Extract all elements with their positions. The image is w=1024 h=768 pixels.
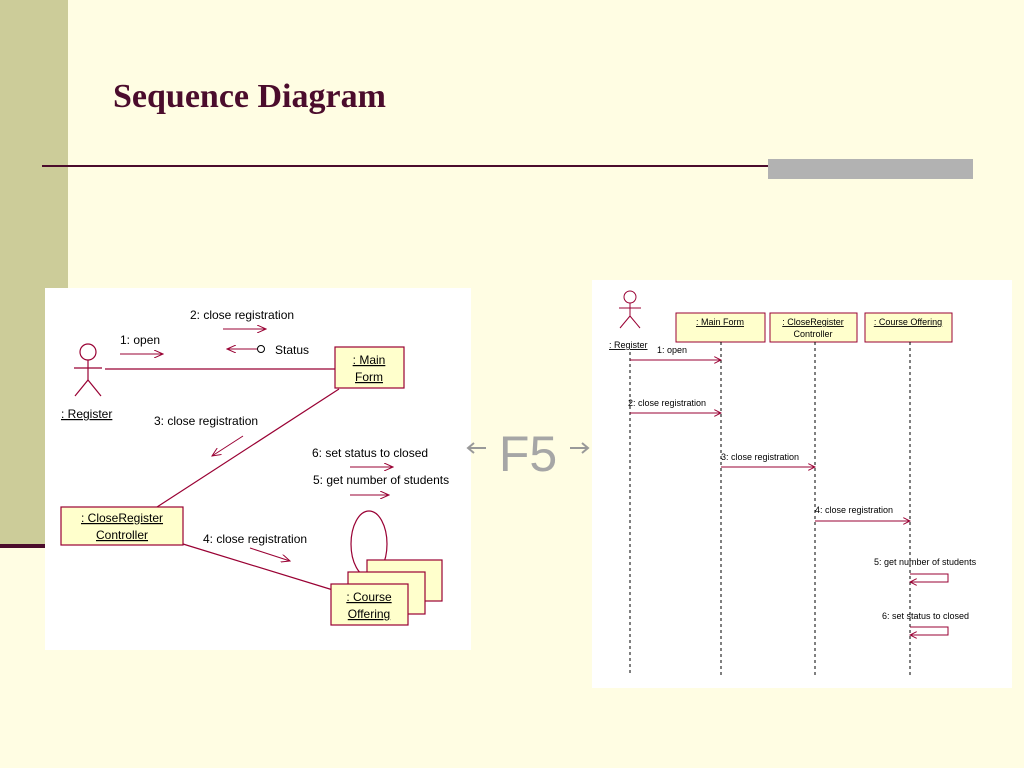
sequence-controller-label-1: : CloseRegister bbox=[782, 317, 844, 327]
sequence-controller-object bbox=[769, 312, 858, 343]
sequence-controller-label-2: Controller bbox=[793, 329, 832, 339]
controller-object bbox=[60, 506, 184, 546]
f5-hint: F5 bbox=[464, 420, 604, 482]
sequence-actor-label: : Register bbox=[609, 340, 648, 350]
course-offering-label-2: Offering bbox=[348, 607, 390, 621]
sequence-message-2-label: 2: close registration bbox=[628, 398, 706, 408]
message-2-label: 2: close registration bbox=[190, 308, 294, 322]
message-3-arrow bbox=[212, 435, 244, 456]
status-return-circle bbox=[257, 345, 265, 353]
message-4-label: 4: close registration bbox=[203, 532, 307, 546]
main-form-object bbox=[334, 346, 405, 389]
sequence-message-4-label: 4: close registration bbox=[815, 505, 893, 515]
sequence-diagram: : Register : Main Form : CloseRegister C… bbox=[592, 280, 1012, 688]
controller-label-1: : CloseRegister bbox=[81, 511, 163, 525]
f5-label: F5 bbox=[499, 426, 557, 480]
message-1-label: 1: open bbox=[120, 333, 160, 347]
message-5-label: 5: get number of students bbox=[313, 473, 449, 487]
course-offering-label-1: : Course bbox=[346, 590, 392, 604]
sequence-message-5-label: 5: get number of students bbox=[874, 557, 977, 567]
actor-label: : Register bbox=[61, 407, 112, 421]
sequence-message-5-self-arrow bbox=[910, 573, 949, 582]
link-mainform-controller bbox=[156, 388, 340, 508]
link-controller-courseoffering bbox=[182, 543, 334, 591]
status-label: Status bbox=[275, 343, 309, 357]
register-actor bbox=[74, 343, 102, 397]
slide-title: Sequence Diagram bbox=[113, 78, 386, 115]
title-divider bbox=[42, 165, 972, 167]
left-band-underline bbox=[0, 544, 46, 548]
collaboration-diagram: : Register : Main Form 1: open 2: close … bbox=[45, 288, 471, 650]
main-form-label-1: : Main bbox=[353, 353, 386, 367]
title-divider-block bbox=[768, 159, 973, 179]
sequence-main-form-label: : Main Form bbox=[696, 317, 744, 327]
sequence-course-offering-label: : Course Offering bbox=[874, 317, 942, 327]
message-4-arrow bbox=[249, 547, 290, 561]
main-form-label-2: Form bbox=[355, 370, 383, 384]
sequence-message-3-label: 3: close registration bbox=[721, 452, 799, 462]
message-6-label: 6: set status to closed bbox=[312, 446, 428, 460]
controller-label-2: Controller bbox=[96, 528, 148, 542]
sequence-message-6-label: 6: set status to closed bbox=[882, 611, 969, 621]
sequence-course-offering-object bbox=[864, 312, 953, 343]
sequence-message-6-self-arrow bbox=[910, 626, 949, 635]
sequence-register-actor bbox=[619, 290, 641, 329]
sequence-message-1-label: 1: open bbox=[657, 345, 687, 355]
course-offering-object bbox=[330, 583, 409, 626]
message-3-label: 3: close registration bbox=[154, 414, 258, 428]
